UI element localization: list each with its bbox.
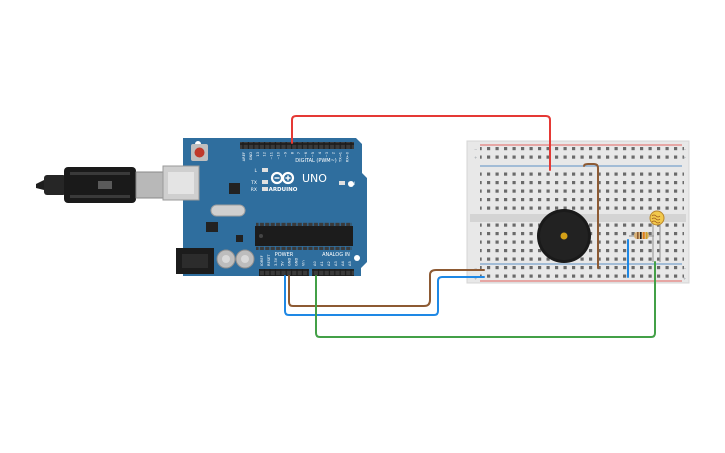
reset-button-cap[interactable] [194, 147, 205, 158]
arduino-logo-icon [270, 171, 295, 185]
pin-label: 4 [318, 151, 322, 154]
rail-plus-symbol: + [683, 276, 686, 281]
wire-green[interactable] [315, 261, 656, 338]
usb-plug-metal [135, 171, 165, 199]
digital-header-label: DIGITAL (PWM~) [295, 158, 337, 164]
analog-header-label: ANALOG IN [322, 252, 350, 258]
bottom-power-rail[interactable] [480, 265, 684, 280]
led-tx [262, 180, 268, 184]
power-header-label: POWER [275, 252, 294, 258]
crystal-oscillator [210, 204, 246, 217]
pin-label: ~9 [283, 151, 287, 157]
piezo-buzzer[interactable] [537, 209, 591, 263]
pin-label: A1 [320, 261, 324, 266]
buzzer-center [560, 232, 568, 240]
wire-blue[interactable] [284, 275, 485, 316]
led-tx-label: TX [250, 180, 257, 186]
pin-label: ~11 [270, 152, 274, 160]
usb-chip [229, 183, 240, 194]
pin-label: 5V [281, 261, 285, 266]
regulator-chip [206, 222, 218, 232]
pin-label: ~10 [277, 151, 281, 159]
pin-label: GND [288, 258, 292, 266]
rail-minus-symbol: − [683, 147, 686, 152]
rail-plus-symbol: + [474, 276, 477, 281]
rail-plus-symbol: + [474, 155, 477, 160]
usb-cable[interactable] [36, 167, 165, 203]
led-rx [262, 187, 268, 191]
wire-brown[interactable] [288, 269, 485, 307]
pin-label: IOREF [260, 255, 264, 266]
pin-label: A2 [327, 261, 331, 266]
pin-label: A3 [334, 261, 338, 266]
pin-label: GND [249, 152, 253, 160]
photoresistor[interactable] [649, 210, 665, 262]
wire-brown-short[interactable] [583, 163, 599, 269]
photoresistor-head [649, 210, 665, 226]
pin-label: A5 [348, 261, 352, 266]
led-l [262, 168, 268, 172]
pin-label: 3.3V [274, 257, 278, 266]
mounting-hole [354, 255, 360, 261]
pin-label: A4 [341, 261, 345, 266]
top-power-rail[interactable] [480, 146, 684, 164]
breadboard[interactable]: + − + − − + − + [466, 140, 690, 284]
pin-label: Vin [301, 260, 305, 266]
pin-label: GND [295, 258, 299, 266]
pin-label: 7 [297, 152, 301, 154]
led-l-label: L [254, 168, 257, 174]
board-brand: ARDUINO [269, 187, 298, 193]
pin-label: 2 [332, 152, 336, 154]
terminal-strip-top[interactable] [480, 170, 684, 213]
pin-label: 8 [290, 151, 294, 154]
mounting-hole [348, 181, 354, 187]
atmega-chip [255, 226, 353, 246]
usb-cable-strain-relief [44, 175, 66, 195]
pin-label: TX→1 [339, 152, 343, 163]
led-on-label: ON [348, 181, 355, 187]
rail-minus-symbol: − [474, 266, 477, 271]
rail-minus-symbol: − [474, 147, 477, 152]
pin-label: RX←0 [346, 151, 350, 162]
pin-label: RESET [267, 254, 271, 266]
pin-label: ~3 [325, 152, 329, 157]
usb-logo-icon [98, 181, 112, 189]
led-on [339, 181, 345, 185]
pin-label: 12 [263, 152, 267, 157]
resistor[interactable] [629, 232, 654, 239]
board-model: UNO [302, 172, 327, 185]
pin-label: AREF [242, 152, 246, 161]
pin-label: 13 [256, 152, 260, 157]
wire-red[interactable] [291, 115, 551, 171]
pin-label: A0 [313, 261, 317, 266]
rail-minus-symbol: − [683, 266, 686, 271]
rail-plus-symbol: + [683, 155, 686, 160]
pin-label: ~6 [304, 151, 308, 157]
usb-cable-tail [36, 180, 44, 190]
led-rx-label: RX [251, 187, 257, 193]
pin-label: ~5 [311, 152, 315, 157]
